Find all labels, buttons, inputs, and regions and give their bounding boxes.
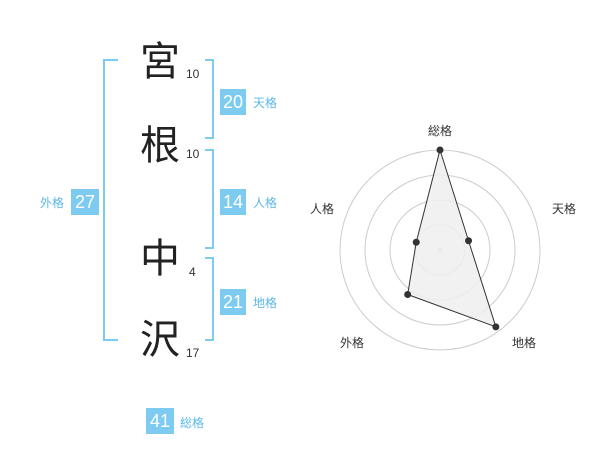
name-char-1: 宮 [140,39,180,85]
outer-bracket [103,59,118,341]
radar-point-4 [412,238,420,246]
radar-label-tenkaku: 天格 [552,202,577,216]
gaikaku-label: 外格 [40,196,65,210]
radar-point-2 [492,323,500,331]
radar-series-polygon [407,148,497,328]
name-char-3: 中 [140,236,180,282]
radar-label-soukaku: 総格 [428,124,453,138]
chikaku-label: 地格 [253,296,278,310]
stroke-count-2: 10 [186,147,200,161]
stroke-count-3: 4 [189,265,196,279]
radar-label-chikaku: 地格 [512,336,537,350]
tenkaku-value: 20 [220,89,246,115]
soukaku-value: 41 [146,408,174,434]
radar-label-jinkaku: 人格 [310,202,335,216]
tenkaku-label: 天格 [253,96,278,110]
stroke-count-1: 10 [186,67,200,81]
radar-label-gaikaku: 外格 [340,336,365,350]
stroke-count-4: 17 [186,346,200,360]
name-char-2: 根 [140,123,180,169]
jinkaku-value: 14 [220,189,246,215]
jinkaku-bracket [205,149,214,249]
name-char-4: 沢 [140,317,180,363]
radar-point-1 [465,237,473,245]
soukaku-label: 総格 [180,416,205,430]
chikaku-bracket [205,257,214,341]
chikaku-value: 21 [220,289,246,315]
radar-point-3 [404,290,412,298]
jinkaku-label: 人格 [253,196,278,210]
tenkaku-bracket [205,59,214,139]
radar-point-0 [436,146,444,154]
gaikaku-value: 27 [71,189,99,215]
